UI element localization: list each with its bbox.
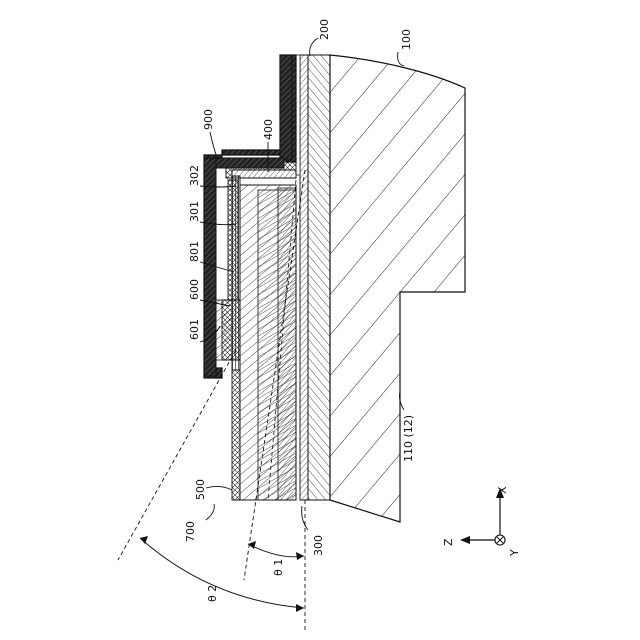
label-601: 601 xyxy=(188,319,201,340)
label-theta1: θ 1 xyxy=(272,559,285,576)
label-axis-z: Z xyxy=(442,538,455,546)
label-100: 100 xyxy=(400,29,413,50)
layer-200 xyxy=(308,55,330,500)
axes-indicator xyxy=(460,488,505,545)
label-900: 900 xyxy=(202,109,215,130)
stack-layers xyxy=(240,185,296,500)
label-500: 500 xyxy=(194,479,207,500)
electrode-801 xyxy=(228,180,238,300)
label-110-12: 110 (12) xyxy=(402,415,415,462)
label-400: 400 xyxy=(262,119,275,140)
label-theta2: θ 2 xyxy=(206,585,219,602)
label-axis-y: Y xyxy=(508,549,521,557)
substrate-100 xyxy=(330,55,465,522)
layer-300 xyxy=(296,55,308,500)
layer-500 xyxy=(232,370,240,500)
label-300: 300 xyxy=(312,535,325,556)
layer-601 xyxy=(214,300,232,360)
label-700: 700 xyxy=(184,521,197,542)
label-axis-x: X xyxy=(496,486,509,494)
label-801: 801 xyxy=(188,241,201,262)
label-302: 302 xyxy=(188,165,201,186)
label-200: 200 xyxy=(318,19,331,40)
angle-theta1 xyxy=(248,541,304,560)
label-600: 600 xyxy=(188,279,201,300)
label-301: 301 xyxy=(188,201,201,222)
